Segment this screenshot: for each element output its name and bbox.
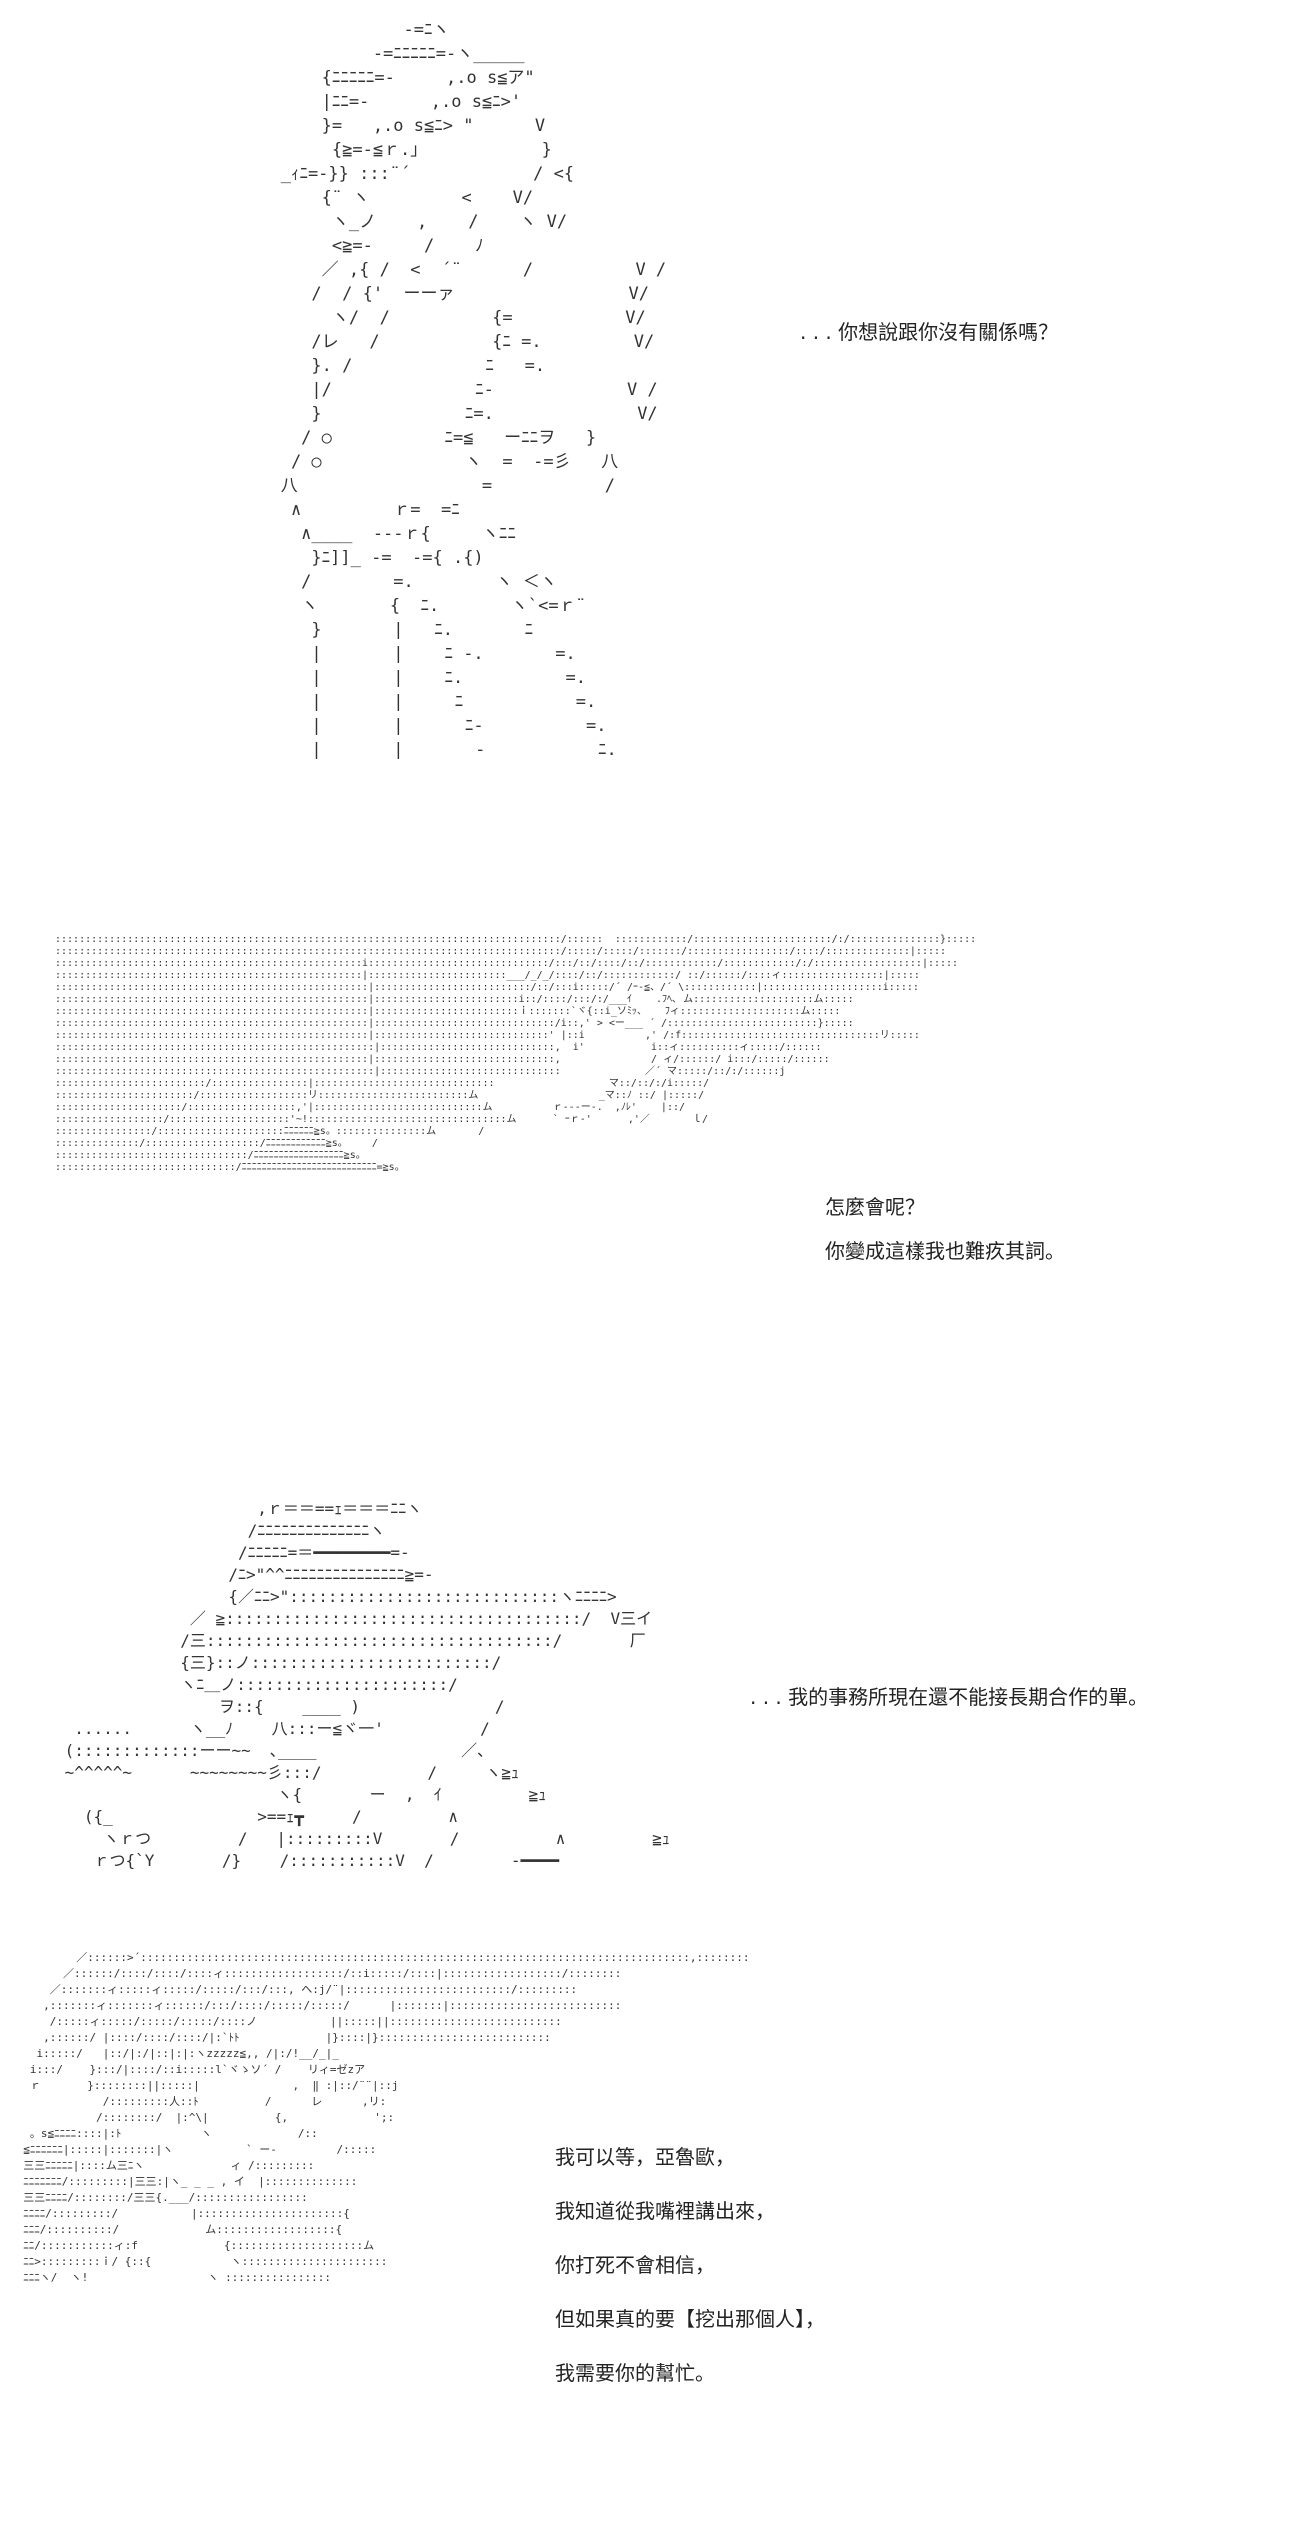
- dialogue-line: 你變成這樣我也難疚其詞。: [825, 1239, 1065, 1263]
- ascii-art-figure: -=ﾆヽ -=ﾆﾆﾆﾆﾆ=-ヽ_____ {ﾆﾆﾆﾆﾆ=- ,.o s≦ア" |…: [280, 20, 667, 760]
- dialogue-line: 我知道從我嘴裡講出來，: [555, 2199, 775, 2223]
- dialogue-text: . . . 你想說跟你沒有關係嗎？: [800, 310, 1058, 354]
- dialogue-line: . . . 我的事務所現在還不能接長期合作的單。: [750, 1685, 1149, 1709]
- ascii-art-figure: ::::::::::::::::::::::::::::::::::::::::…: [55, 934, 977, 1173]
- dialogue-line: 怎麼會呢？: [825, 1195, 925, 1219]
- panel-3: ,ｒ＝＝==ｪ＝＝＝ﾆﾆヽ /ﾆﾆﾆﾆﾆﾆﾆﾆﾆﾆﾆﾆﾆﾆヽ /ﾆﾆﾆﾆﾆ=＝━…: [0, 1460, 1300, 1920]
- dialogue-text: 怎麼會呢？ 你變成這樣我也難疚其詞。: [825, 1185, 1065, 1273]
- panel-1: -=ﾆヽ -=ﾆﾆﾆﾆﾆ=-ヽ_____ {ﾆﾆﾆﾆﾆ=- ,.o s≦ア" |…: [0, 0, 1300, 920]
- dialogue-text: . . . 我的事務所現在還不能接長期合作的單。: [750, 1675, 1148, 1719]
- dialogue-line: 你打死不會相信，: [555, 2253, 715, 2277]
- ascii-art-figure: ／::::::>´:::::::::::::::::::::::::::::::…: [23, 1951, 750, 2284]
- dialogue-line: . . . 你想說跟你沒有關係嗎？: [800, 320, 1059, 344]
- ascii-art-figure: ,ｒ＝＝==ｪ＝＝＝ﾆﾆヽ /ﾆﾆﾆﾆﾆﾆﾆﾆﾆﾆﾆﾆﾆﾆヽ /ﾆﾆﾆﾆﾆ=＝━…: [64, 1499, 670, 1870]
- dialogue-line: 但如果真的要【挖出那個人】，: [555, 2307, 825, 2331]
- panel-2: ::::::::::::::::::::::::::::::::::::::::…: [0, 920, 1300, 1460]
- dialogue-text: 我可以等，亞魯歐， 我知道從我嘴裡講出來， 你打死不會相信， 但如果真的要【挖出…: [555, 2130, 825, 2400]
- panel-4: ／::::::>´:::::::::::::::::::::::::::::::…: [0, 1920, 1300, 2530]
- dialogue-line: 我需要你的幫忙。: [555, 2361, 715, 2385]
- dialogue-line: 我可以等，亞魯歐，: [555, 2145, 735, 2169]
